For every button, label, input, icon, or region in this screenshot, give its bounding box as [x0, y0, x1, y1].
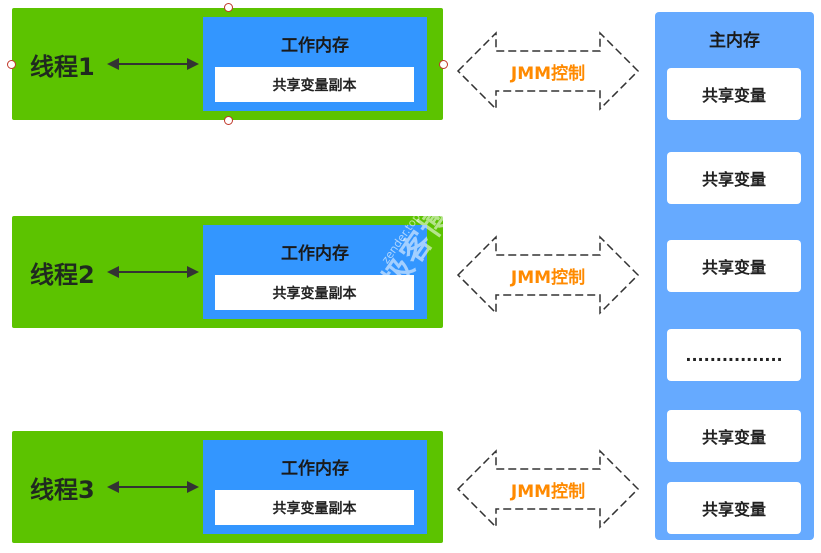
- shared-variable: 共享变量: [667, 152, 801, 204]
- shared-variable: 共享变量: [667, 410, 801, 462]
- thread-3-label: 线程3: [30, 475, 95, 504]
- work-memory-3: 工作内存 共享变量副本: [203, 440, 427, 534]
- main-memory-title: 主内存: [709, 31, 760, 51]
- work-memory-2: 工作内存 共享变量副本: [203, 225, 427, 319]
- main-memory-box: 主内存 共享变量 共享变量 共享变量 ................ 共享变量…: [655, 12, 814, 540]
- bidirectional-arrow-icon: [107, 266, 199, 278]
- bidirectional-arrow-icon: [107, 481, 199, 493]
- work-memory-title: 工作内存: [281, 36, 349, 56]
- jmm-control-label: JMM控制: [510, 267, 586, 288]
- selection-handle[interactable]: [224, 3, 233, 12]
- shared-variable: 共享变量: [667, 240, 801, 292]
- jmm-control-arrow-3: JMM控制: [456, 449, 640, 529]
- bidirectional-arrow-icon: [107, 58, 199, 70]
- dashed-double-arrow-icon: [456, 449, 640, 529]
- shared-variable-copy: 共享变量副本: [215, 275, 414, 310]
- thread-2-box: 线程2 工作内存 共享变量副本: [12, 216, 443, 328]
- work-memory-1: 工作内存 共享变量副本: [203, 17, 427, 111]
- thread-1-label: 线程1: [30, 52, 95, 81]
- shared-variable-copy: 共享变量副本: [215, 490, 414, 525]
- shared-variable: 共享变量: [667, 482, 801, 534]
- shared-variable: 共享变量: [667, 68, 801, 120]
- thread-2-label: 线程2: [30, 260, 95, 289]
- selection-handle[interactable]: [224, 116, 233, 125]
- thread-3-box: 线程3 工作内存 共享变量副本: [12, 431, 443, 543]
- dashed-double-arrow-icon: [456, 235, 640, 315]
- dashed-double-arrow-icon: [456, 31, 640, 111]
- jmm-control-arrow-2: JMM控制: [456, 235, 640, 315]
- selection-handle[interactable]: [439, 60, 448, 69]
- jmm-control-label: JMM控制: [510, 63, 586, 84]
- ellipsis-box: ................: [667, 329, 801, 381]
- selection-handle[interactable]: [7, 60, 16, 69]
- jmm-control-arrow-1: JMM控制: [456, 31, 640, 111]
- work-memory-title: 工作内存: [281, 459, 349, 479]
- thread-1-box: 线程1 工作内存 共享变量副本: [12, 8, 443, 120]
- work-memory-title: 工作内存: [281, 244, 349, 264]
- jmm-control-label: JMM控制: [510, 481, 586, 502]
- shared-variable-copy: 共享变量副本: [215, 67, 414, 102]
